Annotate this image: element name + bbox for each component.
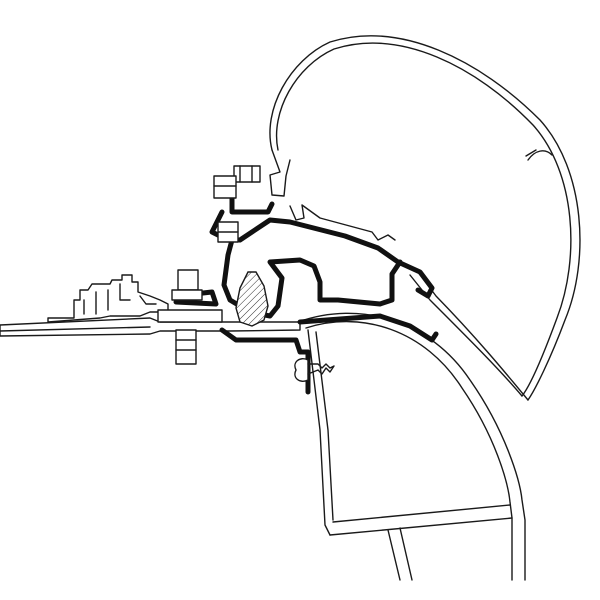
cassette-lower-lid-outer [409,274,523,397]
cassette-upper-channel [269,149,291,197]
bolt-roof-shank [175,329,197,365]
screw-head [294,358,309,382]
bolt-roof [157,269,223,365]
bolt-upper [213,165,261,199]
rubber-seal [235,271,269,327]
screw-thread [307,363,335,375]
roof-sheet-line [0,326,151,332]
roof-rail-detail [83,283,157,315]
cassette-front-lip [525,149,553,161]
bolt-roof-lines [175,339,197,351]
vehicle-post [387,527,413,581]
cassette-hook [289,204,396,241]
bolt-upper-head [233,165,261,183]
bolt-upper-nut [213,175,237,199]
bolt-lower [217,221,239,243]
vehicle-wall-left-outer [307,329,331,536]
vehicle-wall-outer [297,312,526,581]
screw [294,358,335,382]
vehicle-wall [297,312,526,581]
adapter-upper-tab [229,195,275,215]
vehicle-floor-beam [329,504,513,536]
bolt-upper-lines [213,165,253,187]
adapter-body [221,237,403,319]
cassette-outer-shell [269,35,581,401]
cassette-lower-lid-inner [417,271,529,401]
roof-panel [0,317,301,337]
vehicle-wall-left-inner [315,331,334,521]
bolt-roof-washer [171,289,203,301]
bolt-roof-plate [157,309,223,323]
adapter-tail [297,313,439,343]
cassette-inner-shell [275,42,572,397]
adapter-bottom-clip [219,327,311,395]
roof-rail [47,274,169,323]
bolt-roof-head [177,269,199,291]
awning-cassette [269,35,581,401]
vehicle-wall-inner [305,320,513,581]
